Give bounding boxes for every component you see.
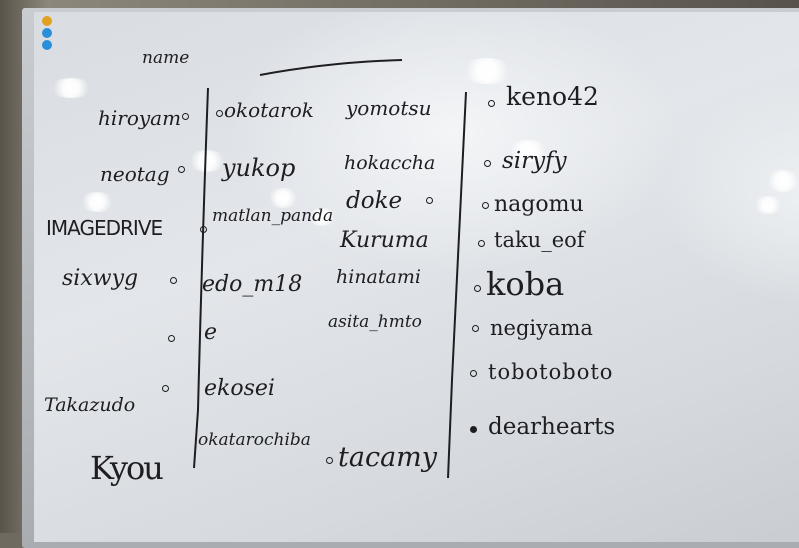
name-right-6: negiyama — [490, 316, 593, 340]
name-mid-a-1: okotarok — [224, 98, 314, 122]
bullet-dot — [474, 285, 481, 292]
bullet-dot — [470, 426, 477, 433]
bullet-dot — [470, 370, 477, 377]
column-divider-lines — [193, 59, 467, 479]
name-mid-a-5: e — [204, 320, 218, 345]
bullet-dot — [472, 325, 479, 332]
light-glare — [308, 208, 336, 226]
light-glare — [766, 170, 799, 192]
name-left-7: Kyou — [90, 449, 164, 487]
name-mid-a-3: matlan_panda — [212, 206, 334, 226]
bullet-dot — [488, 100, 495, 107]
name-mid-b-1: yomotsu — [346, 96, 432, 120]
blue-magnet — [42, 40, 52, 50]
name-right-3: nagomu — [494, 192, 584, 217]
light-glare — [188, 150, 226, 172]
yellow-magnet — [42, 16, 52, 26]
bullet-dot — [162, 385, 169, 392]
light-glare — [80, 192, 114, 212]
name-mid-b-5: hinatami — [336, 266, 421, 288]
name-mid-b-7: tacamy — [338, 442, 438, 473]
bullet-dot — [168, 335, 175, 342]
blue-magnet — [42, 28, 52, 38]
bullet-dot — [178, 166, 185, 173]
name-right-8: dearhearts — [488, 414, 616, 440]
name-left-1: hiroyam — [98, 106, 182, 130]
light-glare — [754, 196, 782, 214]
light-glare — [50, 78, 92, 98]
name-mid-a-6: ekosei — [204, 376, 275, 401]
bullet-dot — [482, 202, 489, 209]
name-left-6: Takazudo — [44, 394, 136, 416]
name-left-4: sixwyg — [62, 266, 139, 291]
light-glare — [508, 140, 548, 162]
name-right-5: koba — [486, 265, 565, 303]
name-mid-b-3: doke — [346, 188, 403, 214]
bullet-dot — [478, 240, 485, 247]
bullet-dot — [326, 457, 333, 464]
name-mid-a-7: okatarochiba — [198, 430, 311, 450]
name-left-3: IMAGEDRIVE — [46, 216, 163, 240]
name-mid-b-2: hokaccha — [344, 152, 436, 174]
name-mid-a-4: edo_m18 — [202, 272, 303, 297]
name-mid-b-6: asita_hmto — [328, 312, 422, 332]
board-header: name — [142, 48, 190, 68]
name-right-1: keno42 — [506, 82, 599, 111]
name-mid-b-4: Kuruma — [340, 228, 429, 253]
whiteboard-surface — [34, 12, 799, 542]
light-glare — [462, 58, 512, 84]
bullet-dot — [216, 110, 223, 117]
name-right-7: tobotoboto — [488, 360, 614, 384]
bullet-dot — [484, 160, 491, 167]
bullet-dot — [200, 226, 207, 233]
name-right-4: taku_eof — [494, 228, 585, 252]
name-right-2: siryfy — [502, 148, 567, 174]
name-mid-a-2: yukop — [222, 154, 296, 182]
name-left-2: neotag — [100, 162, 170, 186]
light-glare — [268, 188, 298, 208]
bullet-dot — [426, 197, 433, 204]
bullet-dot — [170, 277, 177, 284]
bullet-dot — [182, 113, 189, 120]
